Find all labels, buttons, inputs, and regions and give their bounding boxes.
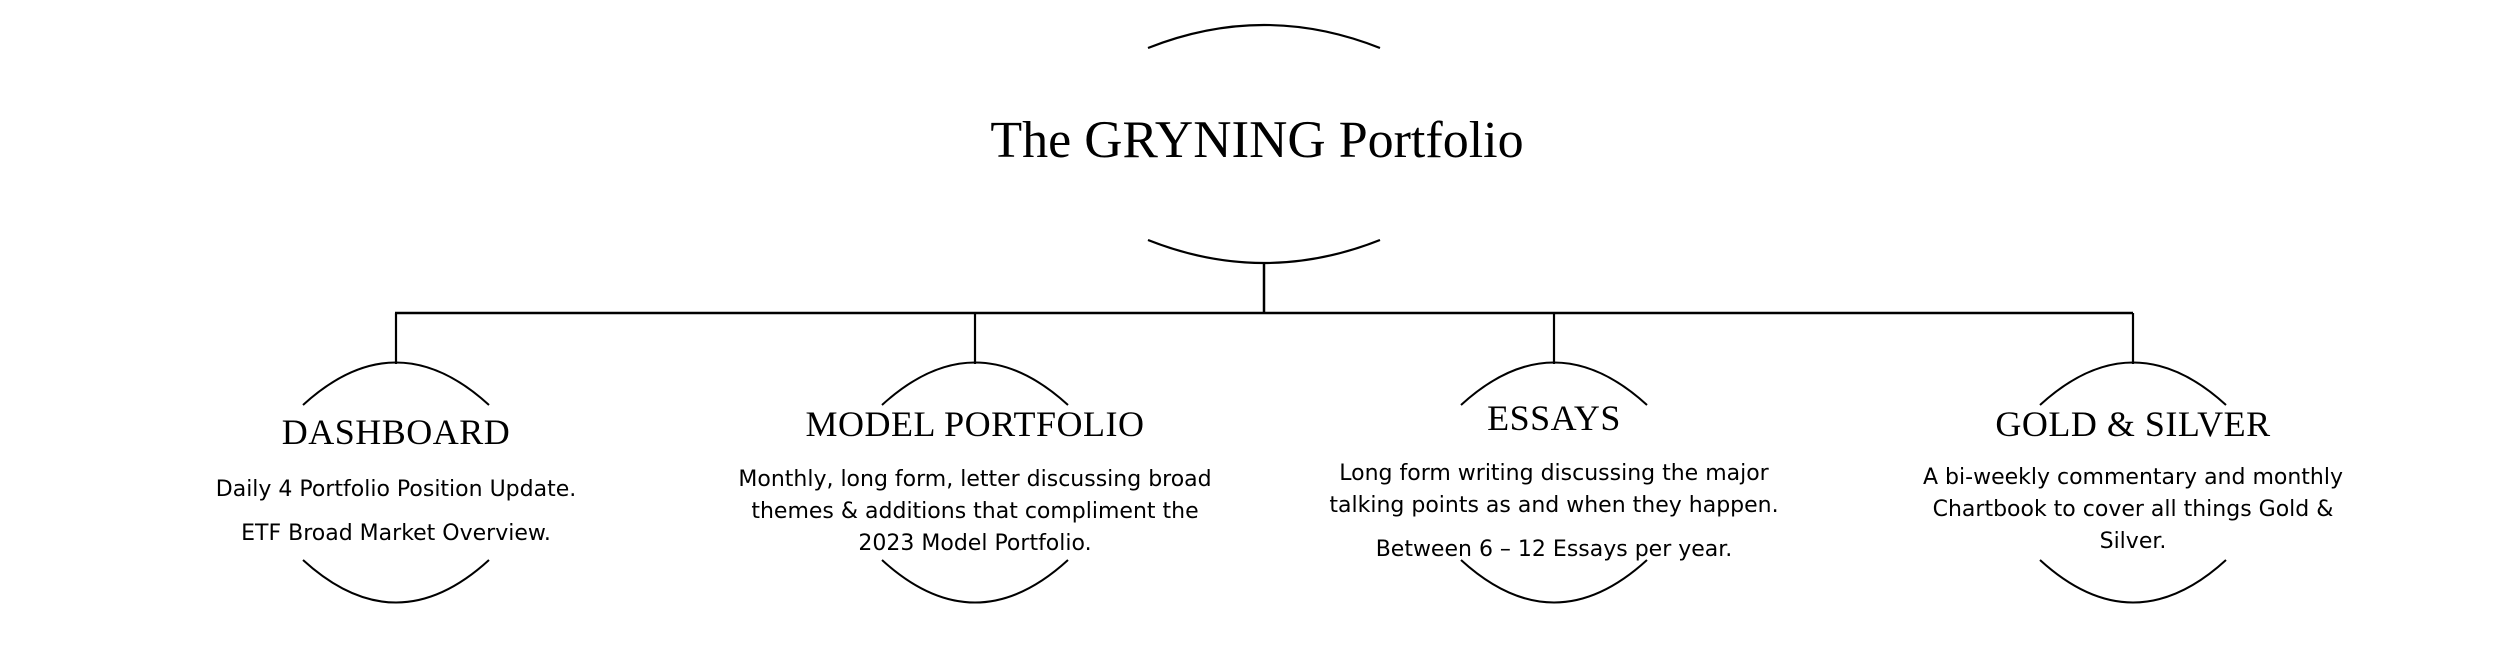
- essays-top-arc: [1460, 361, 1648, 406]
- model-portfolio-bottom-arc: [881, 559, 1069, 604]
- essays-bottom-arc: [1460, 559, 1648, 604]
- dashboard-bottom-arc: [302, 559, 490, 604]
- title-suffix: Portfolio: [1325, 112, 1524, 169]
- title-name: GRYNING: [1084, 111, 1326, 169]
- node-model-portfolio: MODEL PORTFOLIO Monthly, long form, lett…: [685, 402, 1265, 560]
- page-title: The GRYNING Portfolio: [0, 108, 2514, 173]
- dashboard-heading: DASHBOARD: [281, 412, 511, 452]
- essays-frequency: Between 6 – 12 Essays per year.: [1375, 537, 1733, 562]
- root-top-arc: [1147, 23, 1381, 50]
- node-essays: ESSAYS Long form writing discussing the …: [1264, 396, 1844, 566]
- node-gold-silver: GOLD & SILVER A bi-weekly commentary and…: [1843, 402, 2423, 558]
- gold-silver-top-arc: [2039, 361, 2227, 406]
- model-portfolio-top-arc: [881, 361, 1069, 406]
- essays-heading: ESSAYS: [1487, 398, 1621, 438]
- dashboard-top-arc: [302, 361, 490, 406]
- gold-silver-heading: GOLD & SILVER: [1995, 404, 2271, 444]
- model-portfolio-heading: MODEL PORTFOLIO: [805, 404, 1145, 444]
- dashboard-line-2: ETF Broad Market Overview.: [241, 521, 551, 546]
- model-portfolio-description: Monthly, long form, letter discussing br…: [738, 467, 1212, 556]
- dashboard-line-1: Daily 4 Portfolio Position Update.: [215, 477, 577, 502]
- title-prefix: The: [990, 112, 1085, 169]
- root-bottom-arc: [1147, 238, 1381, 265]
- gold-silver-bottom-arc: [2039, 559, 2227, 604]
- gold-silver-description: A bi-weekly commentary and monthly Chart…: [1923, 465, 2343, 554]
- node-dashboard: DASHBOARD Daily 4 Portfolio Position Upd…: [106, 410, 686, 550]
- essays-description: Long form writing discussing the major t…: [1329, 461, 1779, 518]
